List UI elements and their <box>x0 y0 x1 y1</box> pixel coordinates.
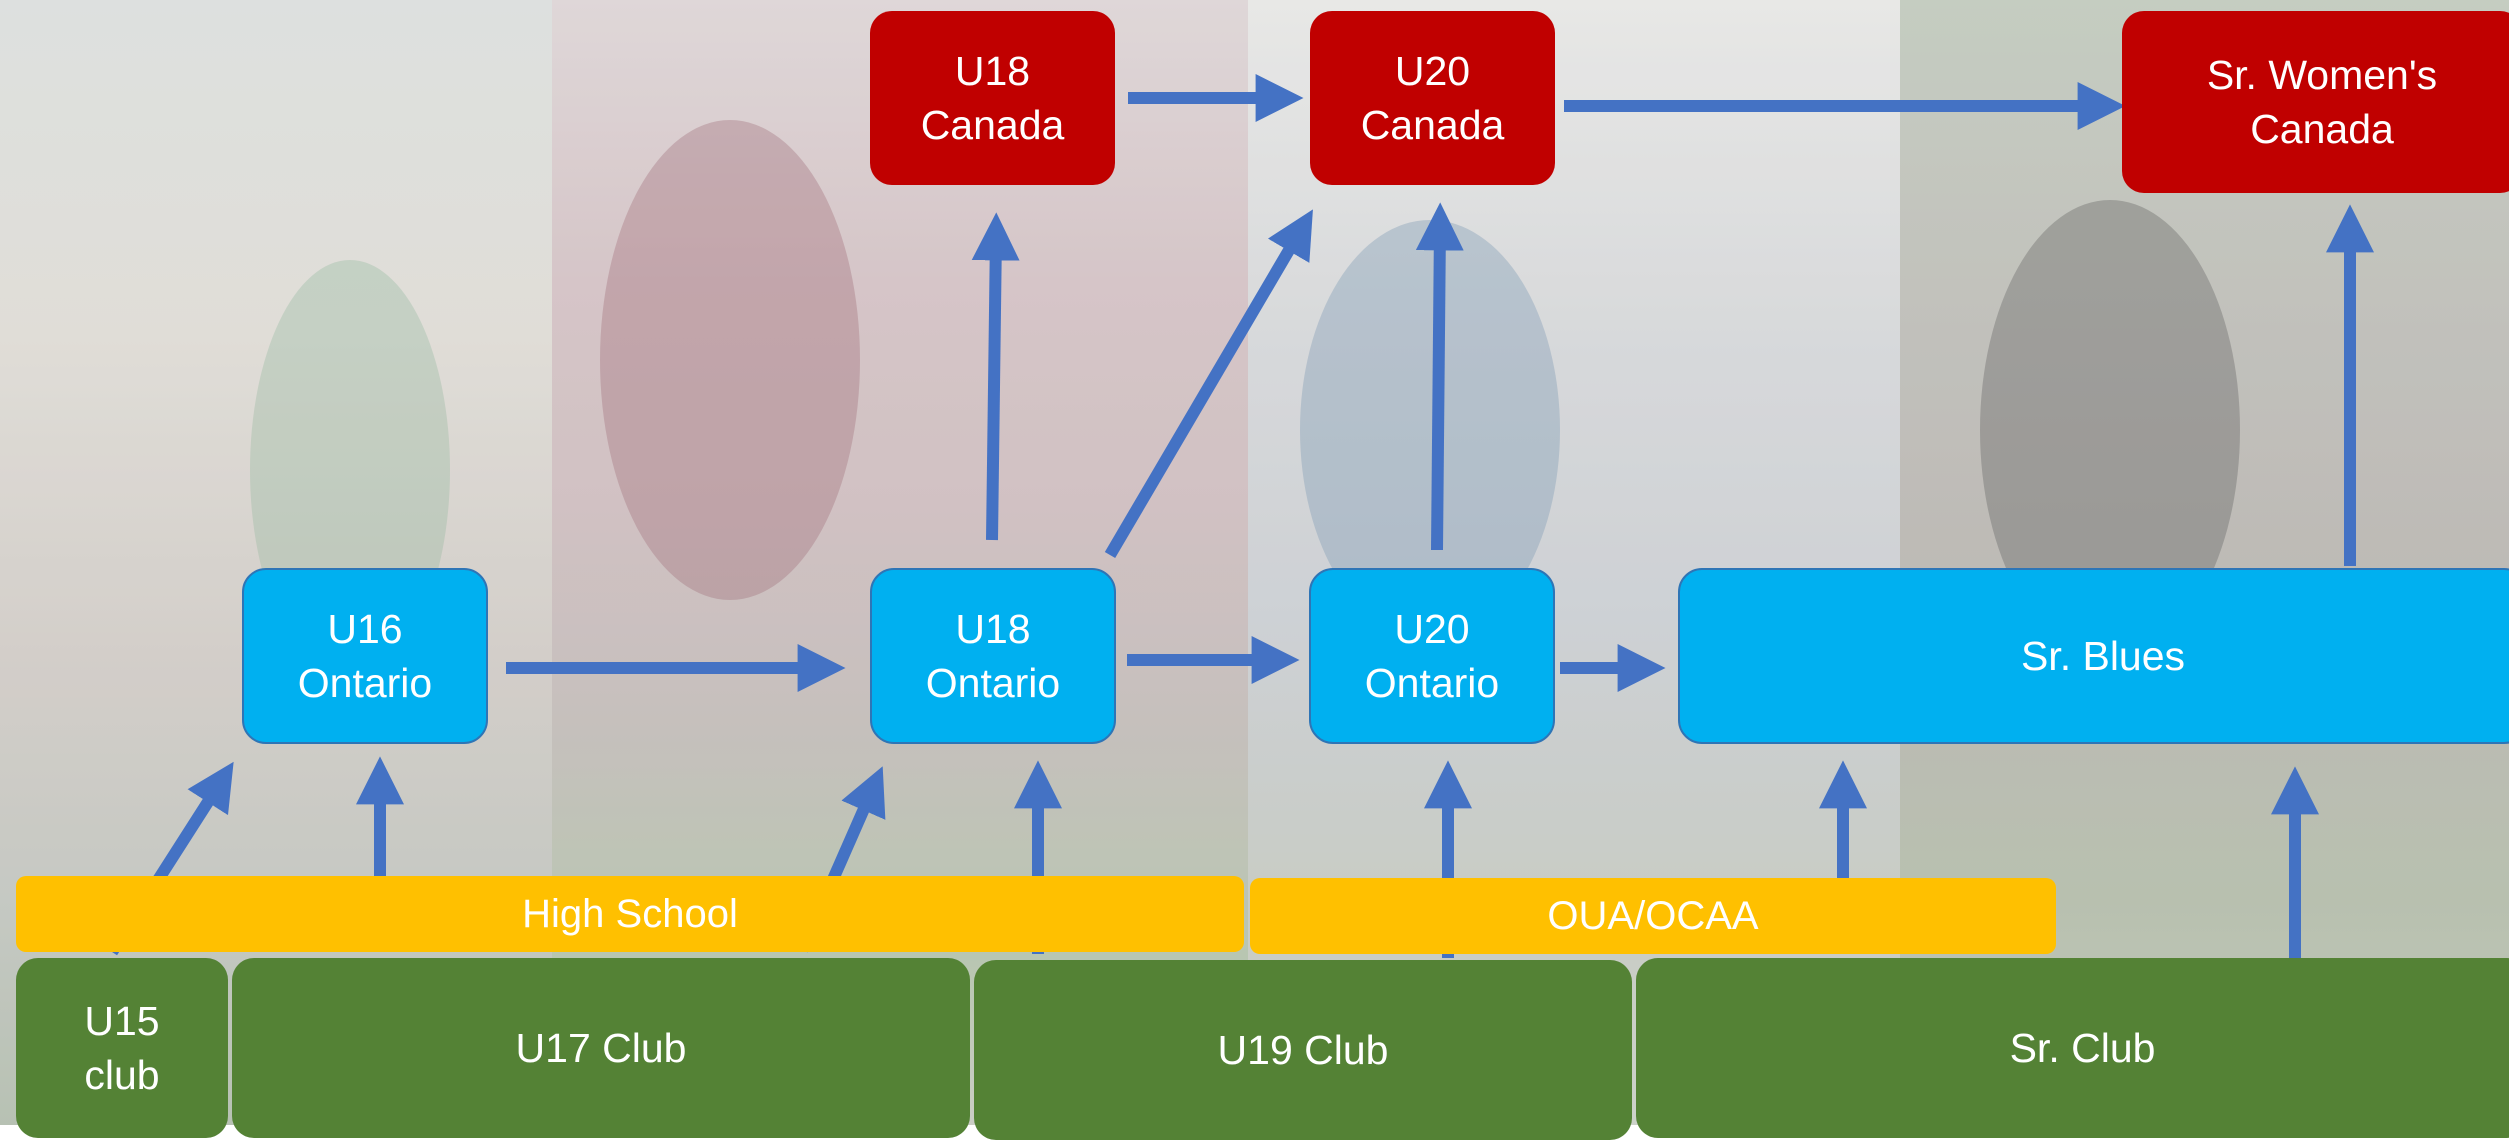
u18-ontario-box: U18 Ontario <box>870 568 1116 744</box>
u16-ontario-box: U16 Ontario <box>242 568 488 744</box>
oua-ocaa-bar: OUA/OCAA <box>1250 878 2056 954</box>
u15-club-box: U15 club <box>16 958 228 1138</box>
arrow-u18ontario-to-u18canada <box>971 212 1020 541</box>
u17-club-box: U17 Club <box>232 958 970 1138</box>
sr-blues-box: Sr. Blues <box>1678 568 2509 744</box>
u19-club-box: U19 Club <box>974 960 1632 1140</box>
sr-club-box: Sr. Club <box>1636 958 2509 1138</box>
high-school-bar: High School <box>16 876 1244 952</box>
u20-canada-box: U20 Canada <box>1310 11 1555 185</box>
u18-canada-box: U18 Canada <box>870 11 1115 185</box>
player-silhouette <box>600 120 860 600</box>
sr-womens-canada-box: Sr. Women's Canada <box>2122 11 2509 193</box>
arrow-u18ontario-to-u20canada <box>1104 209 1313 559</box>
arrow-u20ontario-to-u20canada <box>1415 202 1464 551</box>
u20-ontario-box: U20 Ontario <box>1309 568 1555 744</box>
